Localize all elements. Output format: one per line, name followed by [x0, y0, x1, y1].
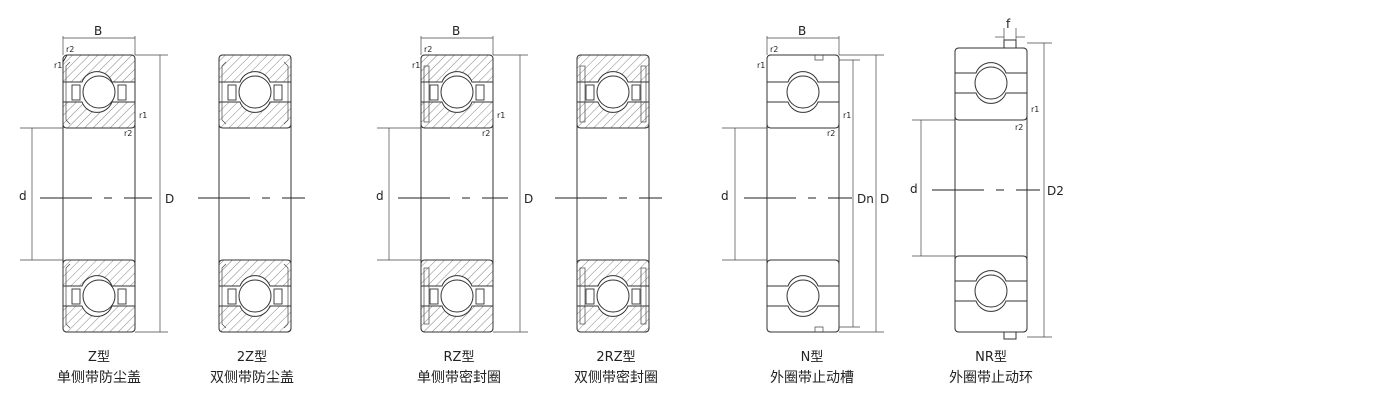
caption-desc-5: 外圈带止动槽: [770, 370, 854, 386]
caption-desc-1: 单侧带防尘盖: [57, 370, 141, 386]
caption-desc-4: 双侧带密封圈: [574, 369, 658, 386]
bearing-2z: [198, 54, 305, 333]
label-r1-3a: r1: [412, 61, 420, 70]
bearing-rz: [377, 36, 528, 333]
label-r1-1a: r1: [54, 61, 62, 70]
label-r2-1b: r2: [124, 129, 132, 138]
label-B-1: B: [94, 24, 102, 38]
label-r1-5b: r1: [843, 111, 851, 120]
caption-desc-6: 外圈带止动环: [949, 370, 1033, 386]
label-D2-6: D2: [1047, 184, 1064, 198]
label-D-5: D: [880, 192, 889, 206]
label-r1-3b: r1: [497, 111, 505, 120]
caption-type-4: 2RZ型: [596, 350, 635, 365]
label-r1-5a: r1: [757, 61, 765, 70]
label-d-3: d: [376, 189, 384, 203]
caption-type-5: N型: [801, 350, 824, 365]
label-r2-6: r2: [1015, 123, 1023, 132]
label-Dn-5: Dn: [857, 192, 874, 206]
caption-type-6: NR型: [975, 350, 1007, 365]
caption-type-1: Z型: [88, 350, 110, 365]
label-B-3: B: [452, 24, 460, 38]
label-r1-6: r1: [1031, 105, 1039, 114]
caption-type-3: RZ型: [444, 350, 475, 365]
label-d-5: d: [721, 189, 729, 203]
label-r2-3b: r2: [482, 129, 490, 138]
bearing-z: [20, 36, 168, 333]
bearing-nr: [912, 28, 1052, 340]
label-d-6: d: [910, 182, 918, 196]
label-d-1: d: [19, 189, 27, 203]
label-r2-3a: r2: [424, 45, 432, 54]
caption-desc-3: 单侧带密封圈: [417, 369, 501, 386]
label-r2-5a: r2: [770, 45, 778, 54]
label-f-6: f: [1006, 17, 1011, 31]
caption-type-2: 2Z型: [237, 350, 267, 365]
bearing-n: [722, 36, 884, 333]
label-D-3: D: [524, 192, 533, 206]
label-r1-1b: r1: [139, 111, 147, 120]
label-D-1: D: [165, 192, 174, 206]
bearing-2rz: [555, 54, 662, 333]
label-B-5: B: [798, 24, 806, 38]
label-r2-5b: r2: [827, 129, 835, 138]
caption-desc-2: 双侧带防尘盖: [210, 370, 294, 386]
label-r2-1a: r2: [66, 45, 74, 54]
